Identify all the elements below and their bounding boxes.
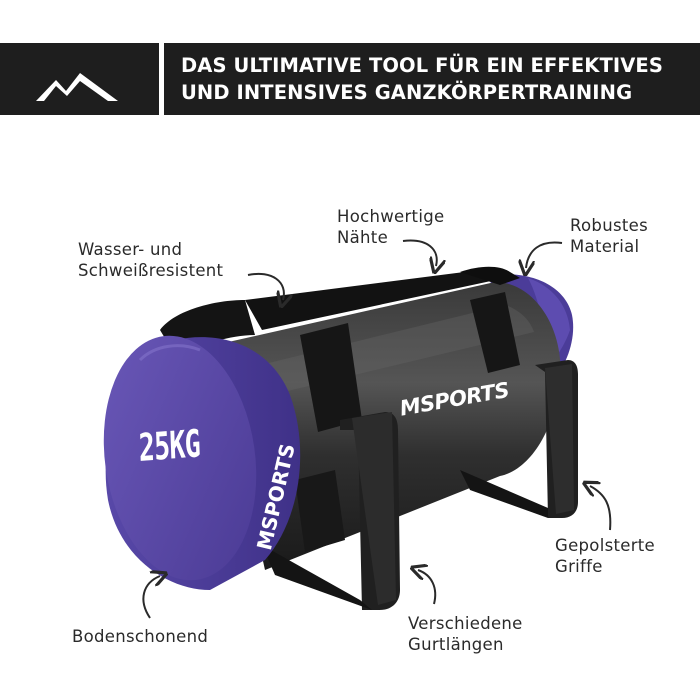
brand-logo [0, 43, 158, 115]
cap-face [103, 335, 257, 581]
mountain-logo-icon [36, 73, 118, 101]
header-banner: DAS ULTIMATIVE TOOL FÜR EIN EFFEKTIVES U… [0, 43, 700, 115]
feature-label-floor: Bodenschonend [72, 627, 209, 646]
arrow-handles-icon [590, 486, 612, 531]
arrow-waterproof-icon [247, 272, 284, 300]
arrow-straps-icon [418, 570, 437, 605]
feature-label-straps: Verschiedene Gurtlängen [408, 614, 523, 654]
back-handle [460, 360, 578, 518]
feature-label-material: Robustes Material [570, 216, 648, 256]
front-handle [262, 412, 400, 610]
headline-line-1: DAS ULTIMATIVE TOOL FÜR EIN EFFEKTIVES [181, 54, 663, 77]
feature-label-handles: Gepolsterte Griffe [555, 536, 656, 576]
feature-label-waterproof: Wasser- und Schweißresistent [78, 240, 224, 280]
arrow-material-icon [526, 241, 563, 268]
banner-divider [159, 43, 164, 115]
feature-label-seams: Hochwertige Nähte [337, 207, 445, 247]
headline: DAS ULTIMATIVE TOOL FÜR EIN EFFEKTIVES U… [181, 52, 691, 106]
body-bands [295, 292, 520, 552]
front-cap [103, 335, 301, 590]
headline-line-2: UND INTENSIVES GANZKÖRPERTRAINING [181, 81, 633, 104]
arrow-floor-icon [142, 576, 160, 619]
arrow-seams-icon [402, 239, 437, 266]
